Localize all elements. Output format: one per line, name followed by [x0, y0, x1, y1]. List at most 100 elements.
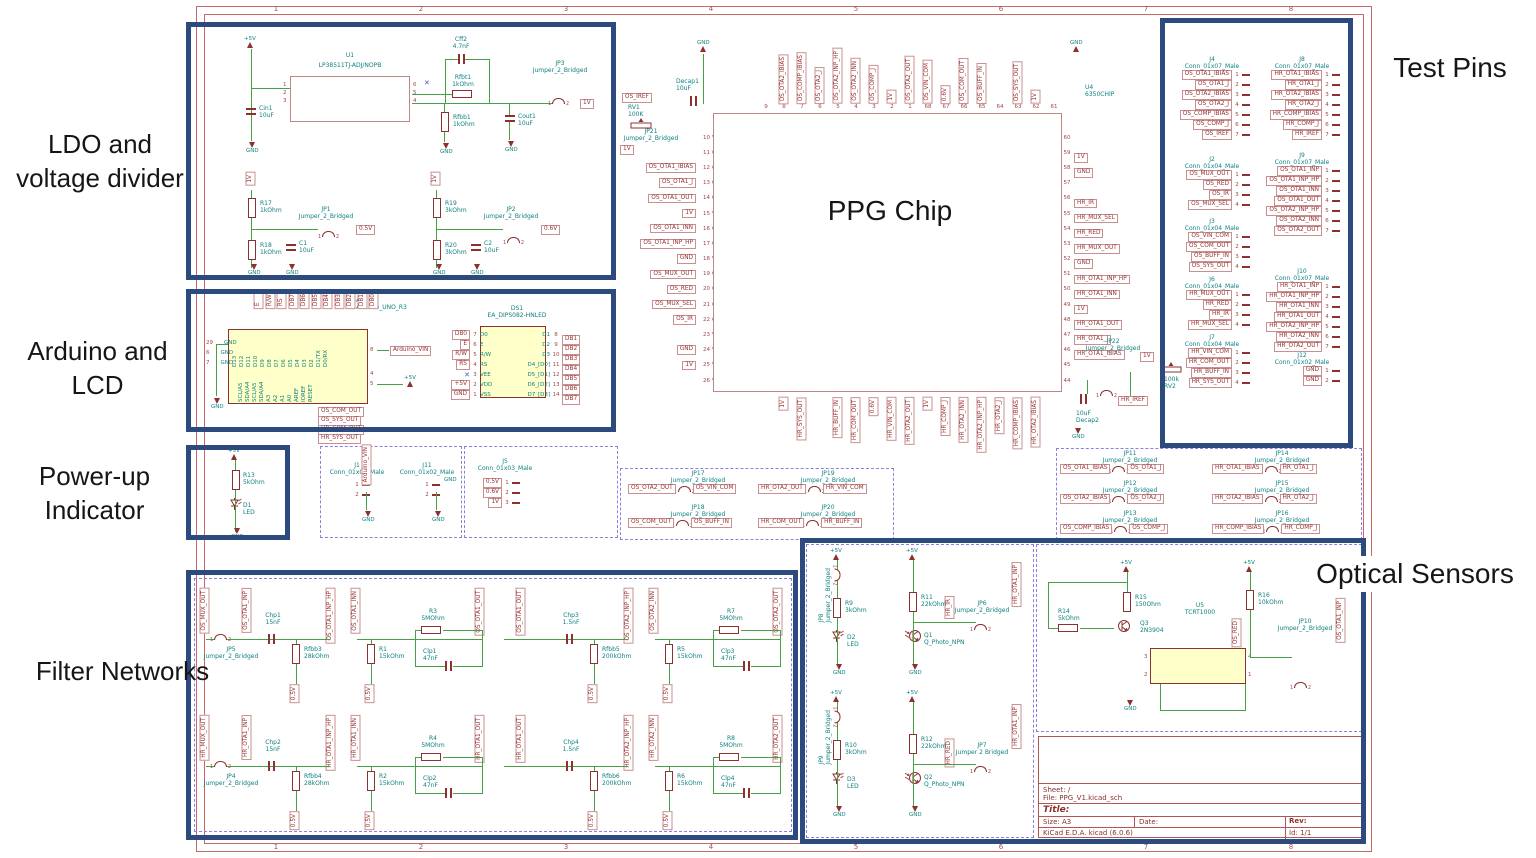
net-label[interactable]: HR_RED	[1202, 300, 1232, 310]
net-label[interactable]: HR_SYS_OUT	[318, 434, 362, 444]
net-label[interactable]: HR_OTA2_INP_HP	[1266, 322, 1322, 332]
gnd-symbol[interactable]: GND	[246, 142, 259, 154]
net-label[interactable]: OS_OTA1_J	[658, 178, 696, 188]
resistor[interactable]	[367, 771, 375, 791]
lcd-pin-row[interactable]: E 6 E D2 9 DB2	[428, 340, 581, 355]
net-label[interactable]: HR_BUFF_IN	[833, 397, 843, 439]
net-label[interactable]: DB3	[562, 355, 581, 365]
power-5v-symbol[interactable]: +5V	[404, 375, 416, 387]
net-label[interactable]: 1V	[1140, 352, 1154, 362]
gnd-symbol[interactable]: GND	[505, 141, 518, 153]
chip-pin[interactable]: 1V62VDD_A	[1027, 16, 1045, 185]
net-label[interactable]: DB4	[323, 291, 333, 310]
net-label-arduino-vin[interactable]: Arduino_VIN	[390, 346, 432, 356]
lcd-pin-row[interactable]: 3 VEE D5_[D1] 12 DB5	[428, 370, 581, 385]
net-label[interactable]: OS_OTA2_IBIAS	[1181, 90, 1232, 100]
gnd-arrow[interactable]: GND	[1070, 40, 1083, 52]
net-label[interactable]: OS_BUFF_IN	[691, 518, 732, 528]
net-label[interactable]: GND	[1074, 259, 1094, 269]
capacitor[interactable]	[566, 634, 573, 644]
resistor-rfbt1[interactable]	[452, 90, 472, 98]
resistor[interactable]	[590, 771, 598, 791]
chip-pin[interactable]: OS_SYS_OUT63OS_SYS_OUT	[1009, 16, 1027, 185]
resistor[interactable]	[292, 644, 300, 664]
net-label[interactable]: OS_OTA2_OUT	[628, 484, 676, 494]
net-label[interactable]: OS_OTA1_OUT	[516, 588, 526, 636]
net-label[interactable]: 0.5V	[365, 811, 375, 831]
resistor[interactable]	[719, 753, 739, 761]
net-label[interactable]: OS_OTA2_J	[1127, 494, 1165, 504]
net-label[interactable]: HR_IR	[1208, 310, 1232, 320]
net-label[interactable]: OS_OTA2_IBIAS	[1060, 494, 1111, 504]
net-label[interactable]: HR_IR	[1074, 198, 1098, 209]
net-label[interactable]: OS_MUX_OUT	[1186, 170, 1232, 180]
net-label[interactable]: 0.5V	[290, 811, 300, 831]
resistor[interactable]	[292, 771, 300, 791]
net-label[interactable]: OS_OTA2_INP_HP	[833, 48, 843, 104]
capacitor-cff2[interactable]	[458, 54, 465, 64]
capacitor[interactable]	[268, 634, 275, 644]
net-label[interactable]: DB2	[346, 291, 356, 310]
net-label[interactable]: HR_SYS_OUT	[797, 397, 807, 441]
gnd-symbol[interactable]: GND	[211, 398, 224, 410]
net-label[interactable]: OS_OTA1_INN	[650, 223, 696, 234]
net-label[interactable]: 0.5V	[588, 811, 598, 831]
net-label[interactable]: 1V	[887, 90, 897, 104]
net-label[interactable]: HR_VIN_COM	[1188, 348, 1232, 358]
net-label[interactable]: OS_OTA1_INP_HP	[1266, 176, 1322, 186]
resistor[interactable]	[665, 771, 673, 791]
net-label[interactable]: OS_IREF	[1202, 130, 1232, 140]
net-label[interactable]: DB5	[311, 291, 321, 310]
net-label[interactable]: HR_COMP_J	[1281, 524, 1321, 534]
lcd-pin-row[interactable]: DB0 7 D0 D1 8 DB1	[428, 330, 581, 345]
net-label[interactable]: HR_OTA1_INP	[1276, 282, 1322, 292]
net-label[interactable]: 1V	[431, 172, 441, 186]
power-5v-symbol[interactable]: +5V	[244, 36, 256, 48]
net-label[interactable]: OS_COMP_IBIAS	[1060, 524, 1113, 534]
net-label[interactable]: OS_OTA2_J	[1194, 100, 1232, 110]
net-label[interactable]: HR_COMP_J	[1282, 120, 1322, 130]
net-label[interactable]: OS_BUFF_IN	[977, 63, 987, 104]
net-label[interactable]: HR_MUX_OUT	[1186, 290, 1232, 300]
lcd-pin-row[interactable]: RS 4 RS D4_[D0] 11 DB4	[428, 360, 581, 375]
lcd-pin-row[interactable]: R/W 5 R/W D3 10 DB3	[428, 350, 581, 365]
net-label[interactable]: 1V	[1074, 304, 1088, 315]
chip-pin[interactable]: 61VSS	[1050, 104, 1058, 124]
net-label[interactable]: HR_OTA2_INN	[959, 397, 969, 443]
net-label[interactable]: DB7	[562, 395, 581, 405]
net-label[interactable]: Arduino_VIN	[362, 444, 372, 486]
gnd-arrow[interactable]: GND	[697, 40, 710, 52]
net-label[interactable]: HR_OTA1_INN	[1074, 289, 1120, 300]
capacitor-cout1[interactable]	[505, 115, 515, 122]
resistor-r13[interactable]	[232, 470, 240, 490]
net-label[interactable]: OS_OTA2_IBIAS	[779, 53, 789, 104]
net-label[interactable]: OS_OTA1_INN	[1276, 186, 1322, 196]
net-label[interactable]: OS_OTA1_OUT	[475, 588, 485, 636]
net-label[interactable]: OS_COMP_IBIAS	[1179, 110, 1232, 120]
net-label[interactable]: E	[460, 340, 470, 350]
net-label[interactable]: OS_BUFF_IN	[1191, 252, 1232, 262]
net-label-hr-iref[interactable]: HR_IREF	[1118, 396, 1149, 406]
net-label[interactable]: HR_OTA1_IBIAS	[1074, 350, 1125, 360]
gnd-symbol[interactable]: GND	[433, 264, 446, 276]
net-label[interactable]: HR_OTA1_J	[1074, 335, 1112, 345]
gnd-symbol[interactable]: GND	[248, 264, 261, 276]
net-label[interactable]: GND	[450, 390, 470, 400]
net-label[interactable]: 0.5V	[290, 684, 300, 704]
net-label[interactable]: HR_OTA2_INN	[649, 715, 659, 761]
net-label[interactable]: HR_OTA2_OUT	[773, 715, 783, 763]
net-label[interactable]: HR_OTA2_INP_HP	[977, 397, 987, 453]
net-label[interactable]: HR_OTA2_INN	[1276, 332, 1322, 342]
